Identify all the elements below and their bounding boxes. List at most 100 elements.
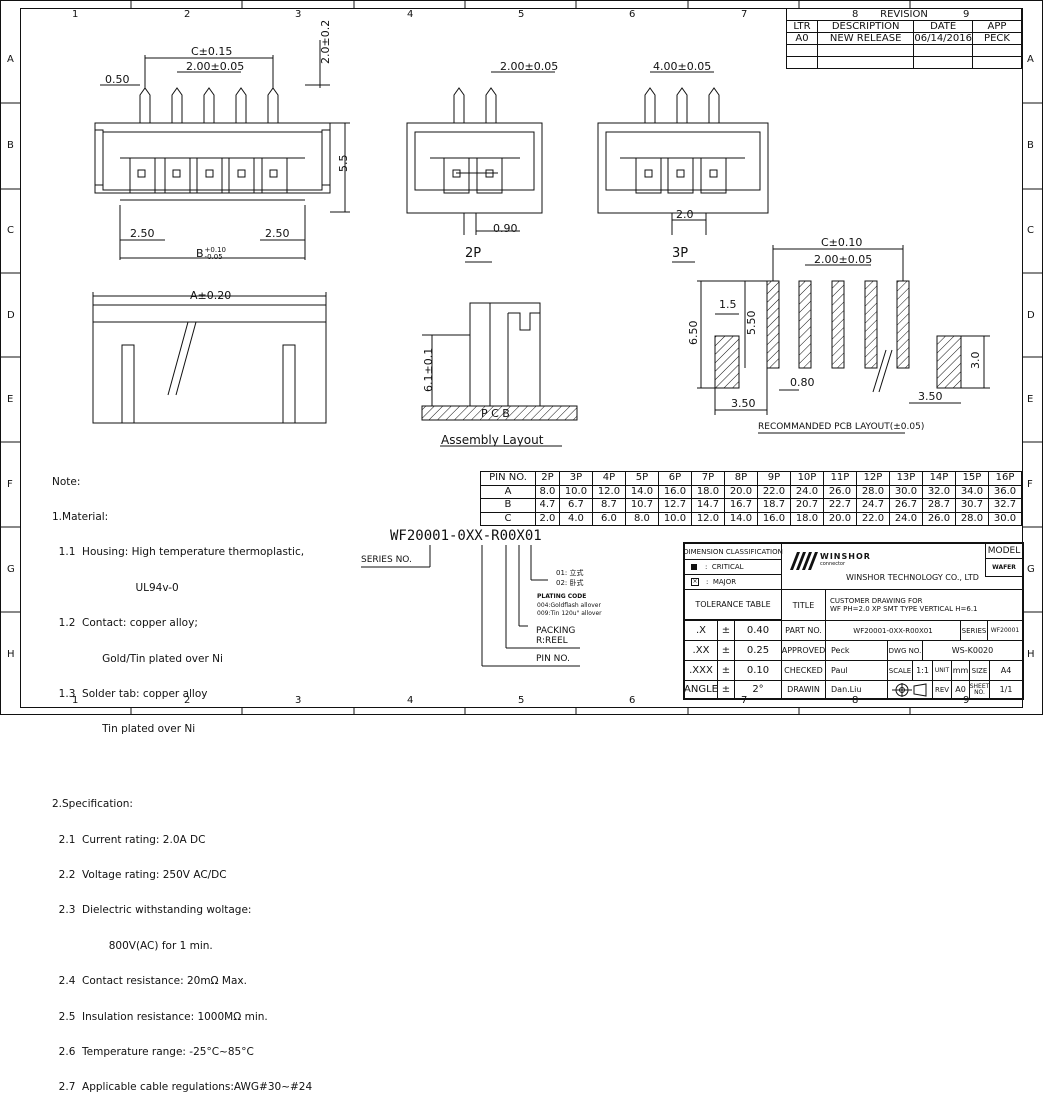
dim-20-02: 2.0±0.2 xyxy=(319,19,332,64)
pin-table-cell: 20.7 xyxy=(789,498,824,513)
pin-table-cell: 32.7 xyxy=(987,498,1023,513)
pcb-layout-title: RECOMMANDED PCB LAYOUT(±0.05) xyxy=(758,422,925,432)
tolerance-value: 0.25 xyxy=(734,640,782,661)
row-f-right: F xyxy=(1027,479,1033,490)
pin-table-cell: 12P xyxy=(855,471,890,486)
option-02: 02: 卧式 xyxy=(556,579,584,587)
pin-table-cell: 14.0 xyxy=(624,484,659,499)
row-a: A xyxy=(7,54,14,65)
pin-table-cell: 15P xyxy=(954,471,989,486)
row-b: B xyxy=(7,140,14,151)
pin-table-cell: 4.0 xyxy=(558,511,593,526)
note-line: 2.3 Dielectric withstanding woltage: xyxy=(52,904,252,917)
title-block: DIMENSION CLASSIFICATION : CRITICAL ×: M… xyxy=(683,542,1024,700)
note-line: UL94v-0 xyxy=(52,581,179,594)
tolerance-sign: ± xyxy=(717,680,735,699)
pin-table-cell: 18.0 xyxy=(690,484,725,499)
tolerance-sign: ± xyxy=(717,660,735,681)
packing-label: PACKING xyxy=(536,626,576,636)
row-a-right: A xyxy=(1027,54,1034,65)
part-no-label: PART NO. xyxy=(781,620,826,641)
dim-pcb-30: 3.0 xyxy=(969,351,982,370)
part-code: WF20001-0XX-R00X01 xyxy=(390,528,542,544)
row-d-right: D xyxy=(1027,310,1035,321)
approved-value: Peck xyxy=(825,640,888,661)
pin-table-cell: 26.7 xyxy=(888,498,923,513)
logo-sub: connector xyxy=(820,561,846,567)
pin-table-cell: 13P xyxy=(888,471,923,486)
pin-no-label: PIN NO. xyxy=(536,654,570,664)
column-ticks xyxy=(0,0,1043,715)
packing-reel: R:REEL xyxy=(536,636,568,646)
pin-table-cell: 24.0 xyxy=(789,484,824,499)
title-label: TITLE xyxy=(781,589,826,621)
plating-code-title: PLATING CODE xyxy=(537,593,587,600)
front-view-5p xyxy=(94,40,350,260)
plating-option-2: 009:Tin 120u" allover xyxy=(537,610,602,617)
dim-250-left: 2.50 xyxy=(130,227,155,240)
note-line xyxy=(52,760,352,776)
pin-table-cell: 5P xyxy=(624,471,659,486)
note-line: 2.7 Applicable cable regulations:AWG#30~… xyxy=(52,1081,313,1094)
drawn-value: Dan.Liu xyxy=(825,680,888,699)
note-line: Gold/Tin plated over Ni xyxy=(52,652,223,665)
top-view xyxy=(92,292,327,424)
pin-table-cell: 20.0 xyxy=(822,511,857,526)
pin-table-cell: 22.7 xyxy=(822,498,857,513)
pin-table-cell: 8.7 xyxy=(591,498,626,513)
col-3: 3 xyxy=(295,9,302,20)
pin-table-cell: 14.0 xyxy=(723,511,758,526)
rev-col-app: APP xyxy=(972,20,1022,33)
note-line: 800V(AC) for 1 min. xyxy=(52,939,213,952)
pcb-letters: P C B xyxy=(481,407,510,420)
row-e: E xyxy=(7,394,14,405)
scale-value: 1:1 xyxy=(912,660,933,681)
pin-table-cell: 10P xyxy=(789,471,824,486)
pin-table-cell: 24.0 xyxy=(888,511,923,526)
dim-090: 0.90 xyxy=(493,222,518,235)
sheet-label: SHEET NO. xyxy=(969,680,990,699)
dim-c015: C±0.15 xyxy=(191,45,233,58)
rev-col-date: DATE xyxy=(913,20,973,33)
note-line: 2.4 Contact resistance: 20mΩ Max. xyxy=(52,975,247,988)
pin-table-cell: 4.7 xyxy=(534,498,560,513)
rev-col-description: DESCRIPTION xyxy=(816,20,915,33)
dim-pitch: 2.00±0.05 xyxy=(186,60,245,73)
revision-title: REVISION xyxy=(786,8,1022,21)
dim-pcb-080: 0.80 xyxy=(790,376,815,389)
note-line: 2.Specification: xyxy=(52,798,133,811)
pin-table-cell: 18.0 xyxy=(789,511,824,526)
col-8-bottom: 8 xyxy=(852,695,859,706)
dim-pcb-350-left: 3.50 xyxy=(731,397,756,410)
pin-table-cell: 2.0 xyxy=(534,511,560,526)
pin-table-row-label: C xyxy=(480,511,536,526)
series-label: SERIES xyxy=(960,620,988,641)
checked-value: Paul xyxy=(825,660,888,681)
rev-description: NEW RELEASE xyxy=(816,32,915,45)
note-line: Tin plated over Ni xyxy=(52,723,196,736)
pin-table-cell: 34.0 xyxy=(954,484,989,499)
tolerance-sign: ± xyxy=(717,640,735,661)
tolerance-label: .X xyxy=(684,620,718,641)
pin-table-cell: 16.0 xyxy=(756,511,791,526)
pin-table-cell: 2P xyxy=(534,471,560,486)
dim-55: 5.5 xyxy=(337,154,350,173)
model-label: MODEL xyxy=(985,543,1023,559)
dim-b: B+0.10-0.05 xyxy=(196,246,226,261)
row-f: F xyxy=(7,479,13,490)
pin-table-cell: 14P xyxy=(921,471,956,486)
col-4-bottom: 4 xyxy=(407,695,414,706)
pin-table-cell: 10.0 xyxy=(558,484,593,499)
title-line-2: WF PH=2.0 XP SMT TYPE VERTICAL H=6.1 xyxy=(830,605,978,613)
pin-table-row-label: A xyxy=(480,484,536,499)
col-3-bottom: 3 xyxy=(295,695,302,706)
tolerance-value: 2° xyxy=(734,680,782,699)
row-g: G xyxy=(7,564,15,575)
pin-table-cell: 12.0 xyxy=(591,484,626,499)
size-label: SIZE xyxy=(969,660,990,681)
part-code-leaders xyxy=(361,545,580,667)
